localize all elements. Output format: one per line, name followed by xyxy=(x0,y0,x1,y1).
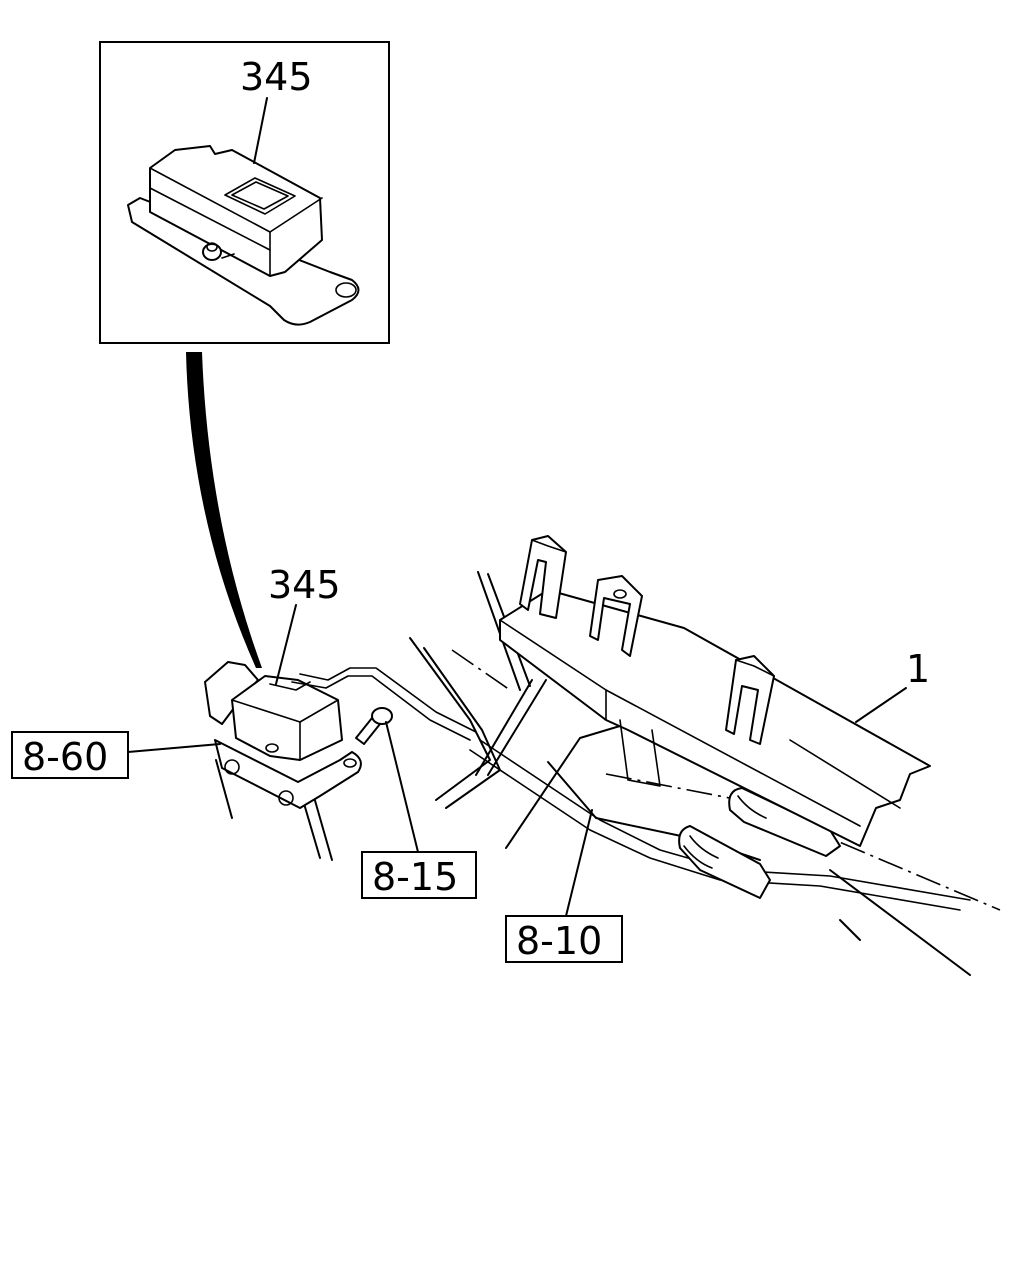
bolt xyxy=(355,707,419,853)
sensor-bracket xyxy=(214,739,362,809)
part-1-label: 1 xyxy=(906,647,930,691)
part-1-duct: 1 xyxy=(499,535,931,847)
ref-8-15-label: 8-15 xyxy=(372,855,458,899)
clip-3 xyxy=(725,655,775,745)
duct-body xyxy=(499,589,931,847)
ref-8-60-label: 8-60 xyxy=(22,735,108,779)
inset-detail: 345 xyxy=(99,41,390,344)
part-345-label: 345 xyxy=(268,563,341,607)
inset-pointer xyxy=(186,352,262,668)
ref-8-15: 8-15 xyxy=(361,851,477,899)
ref-8-60: 8-60 xyxy=(11,731,221,779)
body-structure xyxy=(409,571,1001,976)
clip-1 xyxy=(519,535,567,619)
inset-part-label: 345 xyxy=(240,55,313,99)
ref-8-10-label: 8-10 xyxy=(516,919,602,963)
ref-8-10: 8-10 xyxy=(505,809,623,963)
clip-2 xyxy=(589,575,643,657)
sensor-assembly: 345 xyxy=(204,563,477,861)
